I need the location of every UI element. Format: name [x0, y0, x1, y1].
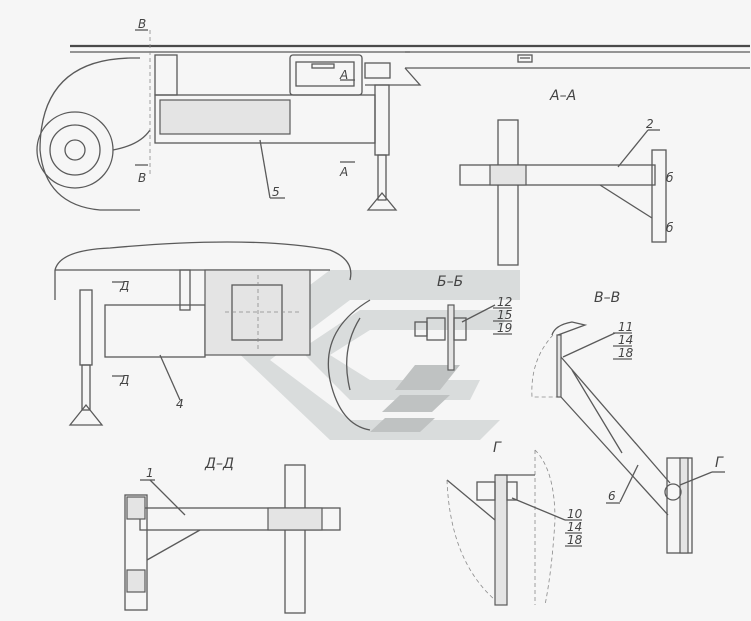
- section-a-a: [459, 119, 667, 266]
- side-view: [36, 29, 750, 211]
- section-title-b-b: Б–Б: [437, 274, 463, 290]
- section-mark-a-bottom: А: [339, 165, 348, 179]
- part-label-5: 5: [272, 185, 280, 199]
- section-mark-d-bottom: Д: [119, 373, 129, 387]
- callout-g-3: 18: [567, 533, 583, 547]
- callout-g-1: 10: [567, 507, 583, 521]
- callout-v-v-2: 14: [618, 333, 633, 347]
- callout-v-v-3: 18: [618, 346, 634, 360]
- section-mark-b-top: б: [666, 171, 674, 185]
- detail-g: [446, 449, 582, 606]
- section-mark-v-top: В: [138, 17, 146, 31]
- section-mark-v-bottom: В: [138, 171, 146, 185]
- front-view: [54, 241, 371, 431]
- callout-b-b-3: 19: [497, 321, 512, 335]
- part-label-1: 1: [146, 466, 154, 480]
- part-label-2: 2: [646, 117, 654, 131]
- section-b-b: [414, 304, 512, 371]
- section-mark-a-top: А: [339, 68, 348, 82]
- detail-mark-g: Г: [715, 455, 724, 471]
- section-mark-d-top: Д: [119, 279, 129, 293]
- section-title-d-d: Д–Д: [204, 456, 234, 472]
- callout-g-2: 14: [567, 520, 582, 534]
- callout-b-b-2: 15: [497, 308, 512, 322]
- detail-title-g: Г: [493, 440, 502, 456]
- section-title-a-a: А–А: [549, 88, 576, 104]
- section-v-v: [531, 321, 725, 554]
- section-d-d: [124, 464, 341, 614]
- section-mark-b-bottom: б: [666, 221, 674, 235]
- part-label-6: 6: [608, 489, 616, 503]
- callout-b-b-1: 12: [497, 295, 512, 309]
- section-title-v-v: В–В: [594, 290, 620, 306]
- part-label-4: 4: [176, 397, 184, 411]
- callout-v-v-1: 11: [618, 320, 633, 334]
